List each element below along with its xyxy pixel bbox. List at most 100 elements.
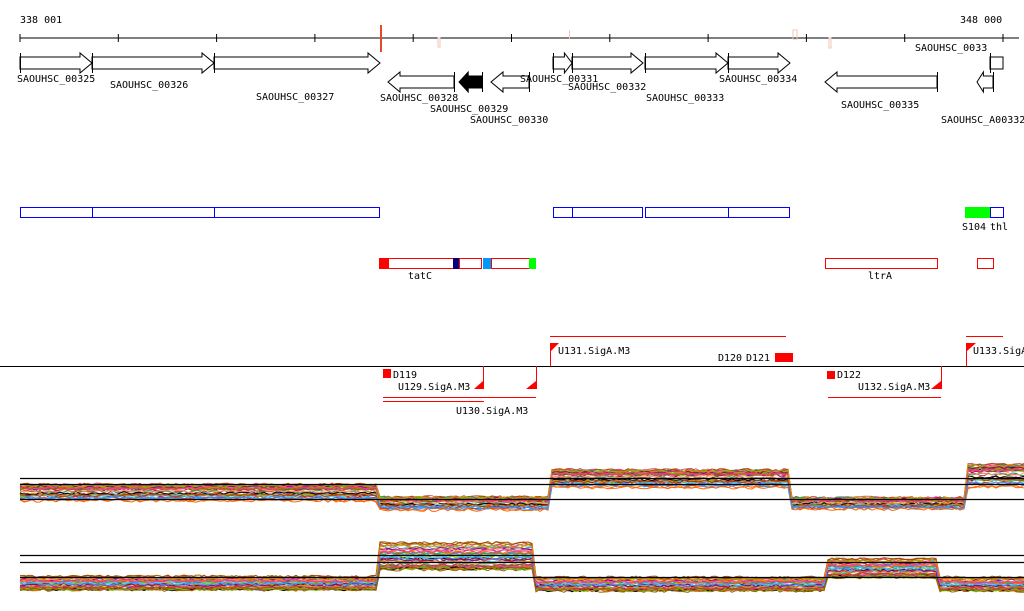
gene-arrow-icon[interactable] — [91, 51, 215, 75]
d120-label: D120 — [718, 353, 742, 364]
gene-arrow-icon[interactable] — [989, 56, 1004, 70]
expression-panel-forward — [19, 462, 1024, 512]
domain-block[interactable] — [459, 258, 482, 269]
tss-flag-icon — [551, 343, 559, 351]
gene-SAOUHSC_A00332[interactable] — [976, 70, 994, 94]
thl-label: thl — [990, 222, 1008, 233]
gene-label: SAOUHSC_00334 — [719, 74, 797, 85]
gene-SAOUHSC_00326[interactable] — [91, 51, 215, 75]
domain-block[interactable] — [379, 258, 388, 269]
d122-block[interactable] — [827, 371, 835, 379]
expression-panel-reverse — [19, 540, 1024, 593]
operon-block[interactable] — [214, 207, 380, 218]
gene-label: SAOUHSC_00326 — [110, 80, 188, 91]
u129-label: U129.SigA.M3 — [398, 382, 470, 393]
d119-label: D119 — [393, 370, 417, 381]
expression-trace — [19, 554, 1024, 587]
u133-label: U133.SigA.M3 — [973, 346, 1024, 357]
gene-SAOUHSC_00329[interactable] — [458, 70, 483, 94]
expression-trace — [19, 556, 1024, 588]
tatC-label: tatC — [408, 271, 432, 282]
gene-arrow-icon[interactable] — [976, 70, 994, 94]
operon-block[interactable] — [553, 207, 573, 218]
domain-block[interactable] — [491, 258, 530, 269]
domain-block[interactable] — [977, 258, 994, 269]
gene-label: SAOUHSC_00331 — [520, 74, 598, 85]
gene-label: SAOUHSC_00335 — [841, 100, 919, 111]
gene-label: SAOUHSC_00328 — [380, 93, 458, 104]
ruler-marker[interactable] — [792, 29, 798, 40]
expression-trace — [19, 563, 1024, 591]
gene-arrow-icon[interactable] — [387, 70, 455, 94]
ruler-ticks — [19, 34, 1004, 42]
ruler-marker[interactable] — [437, 37, 441, 48]
expression-trace — [19, 564, 1024, 592]
gene-arrow-icon[interactable] — [490, 70, 530, 94]
operon-block[interactable] — [92, 207, 215, 218]
gene-label: SAOUHSC_00330 — [470, 115, 548, 126]
gene-arrow-icon[interactable] — [458, 70, 483, 94]
gene-label: SAOUHSC_A00332 — [941, 115, 1024, 126]
expression-trace — [19, 566, 1024, 593]
gene-SAOUHSC_00331[interactable] — [552, 51, 573, 75]
ltrA-label: ltrA — [868, 271, 892, 282]
gene-SAOUHSC_00332[interactable] — [571, 51, 644, 75]
operon-block[interactable] — [572, 207, 643, 218]
domain-block[interactable] — [388, 258, 454, 269]
d121-block[interactable] — [775, 353, 793, 362]
gene-arrow-icon[interactable] — [727, 51, 791, 75]
u131-label: U131.SigA.M3 — [558, 346, 630, 357]
d122-label: D122 — [837, 370, 861, 381]
operon-track — [20, 207, 1004, 218]
gene-label: SAOUHSC_00329 — [430, 104, 508, 115]
gene-label: SAOUHSC_00332 — [568, 82, 646, 93]
thl-block[interactable] — [990, 207, 1004, 218]
gene-SAOUHSC_00335[interactable] — [824, 70, 938, 94]
tss-flag-icon — [967, 343, 976, 351]
expression-trace — [19, 472, 1024, 505]
domain-block[interactable] — [453, 258, 459, 269]
gene-SAOUHSC_00334[interactable] — [727, 51, 791, 75]
gene-SAOUHSC_00333[interactable] — [644, 51, 729, 75]
ruler-end-label: 348 000 — [960, 15, 1002, 26]
domain-block[interactable] — [483, 258, 491, 269]
operon-block[interactable] — [728, 207, 790, 218]
ruler-marker[interactable] — [828, 37, 832, 49]
gene-label: SAOUHSC_00333 — [646, 93, 724, 104]
gene-arrow-icon[interactable] — [213, 51, 381, 75]
gene-SAOUHSC_00328[interactable] — [387, 70, 455, 94]
expression-trace — [19, 547, 1024, 583]
gene-SAOUHSC_0033[interactable] — [989, 53, 1004, 73]
operon-block[interactable] — [645, 207, 729, 218]
ruler-marker[interactable] — [380, 25, 382, 52]
gene-track — [19, 51, 1004, 94]
s104-block[interactable] — [965, 207, 990, 218]
expression-trace — [19, 485, 1024, 512]
coordinate-ruler: 338 001 348 000 — [19, 15, 1019, 52]
expression-trace — [19, 481, 1024, 510]
s104-label: S104 — [962, 222, 986, 233]
ltrA-block[interactable] — [825, 258, 938, 269]
ruler-start-label: 338 001 — [20, 15, 62, 26]
gene-label: SAOUHSC_00327 — [256, 92, 334, 103]
expression-trace — [19, 550, 1024, 585]
gene-SAOUHSC_00327[interactable] — [213, 51, 381, 75]
gene-arrow-icon[interactable] — [19, 51, 93, 75]
gene-SAOUHSC_00325[interactable] — [19, 51, 93, 75]
ruler-marker[interactable] — [569, 30, 570, 39]
d119-block[interactable] — [383, 369, 391, 378]
gene-arrow-icon[interactable] — [552, 51, 573, 75]
operon-block[interactable] — [20, 207, 93, 218]
u132-label: U132.SigA.M3 — [858, 382, 930, 393]
tss-flag-icon — [474, 381, 483, 389]
gene-arrow-icon[interactable] — [644, 51, 729, 75]
gene-arrow-icon[interactable] — [571, 51, 644, 75]
tss-flag-icon — [931, 381, 941, 389]
gene-label: SAOUHSC_00325 — [17, 74, 95, 85]
domain-block[interactable] — [529, 258, 536, 269]
gene-SAOUHSC_00330[interactable] — [490, 70, 530, 94]
gene-arrow-icon[interactable] — [824, 70, 938, 94]
expression-trace — [19, 477, 1024, 508]
transcript-track: U131.SigA.M3 D120 D121 U133.SigA.M3 D119… — [0, 336, 1024, 417]
